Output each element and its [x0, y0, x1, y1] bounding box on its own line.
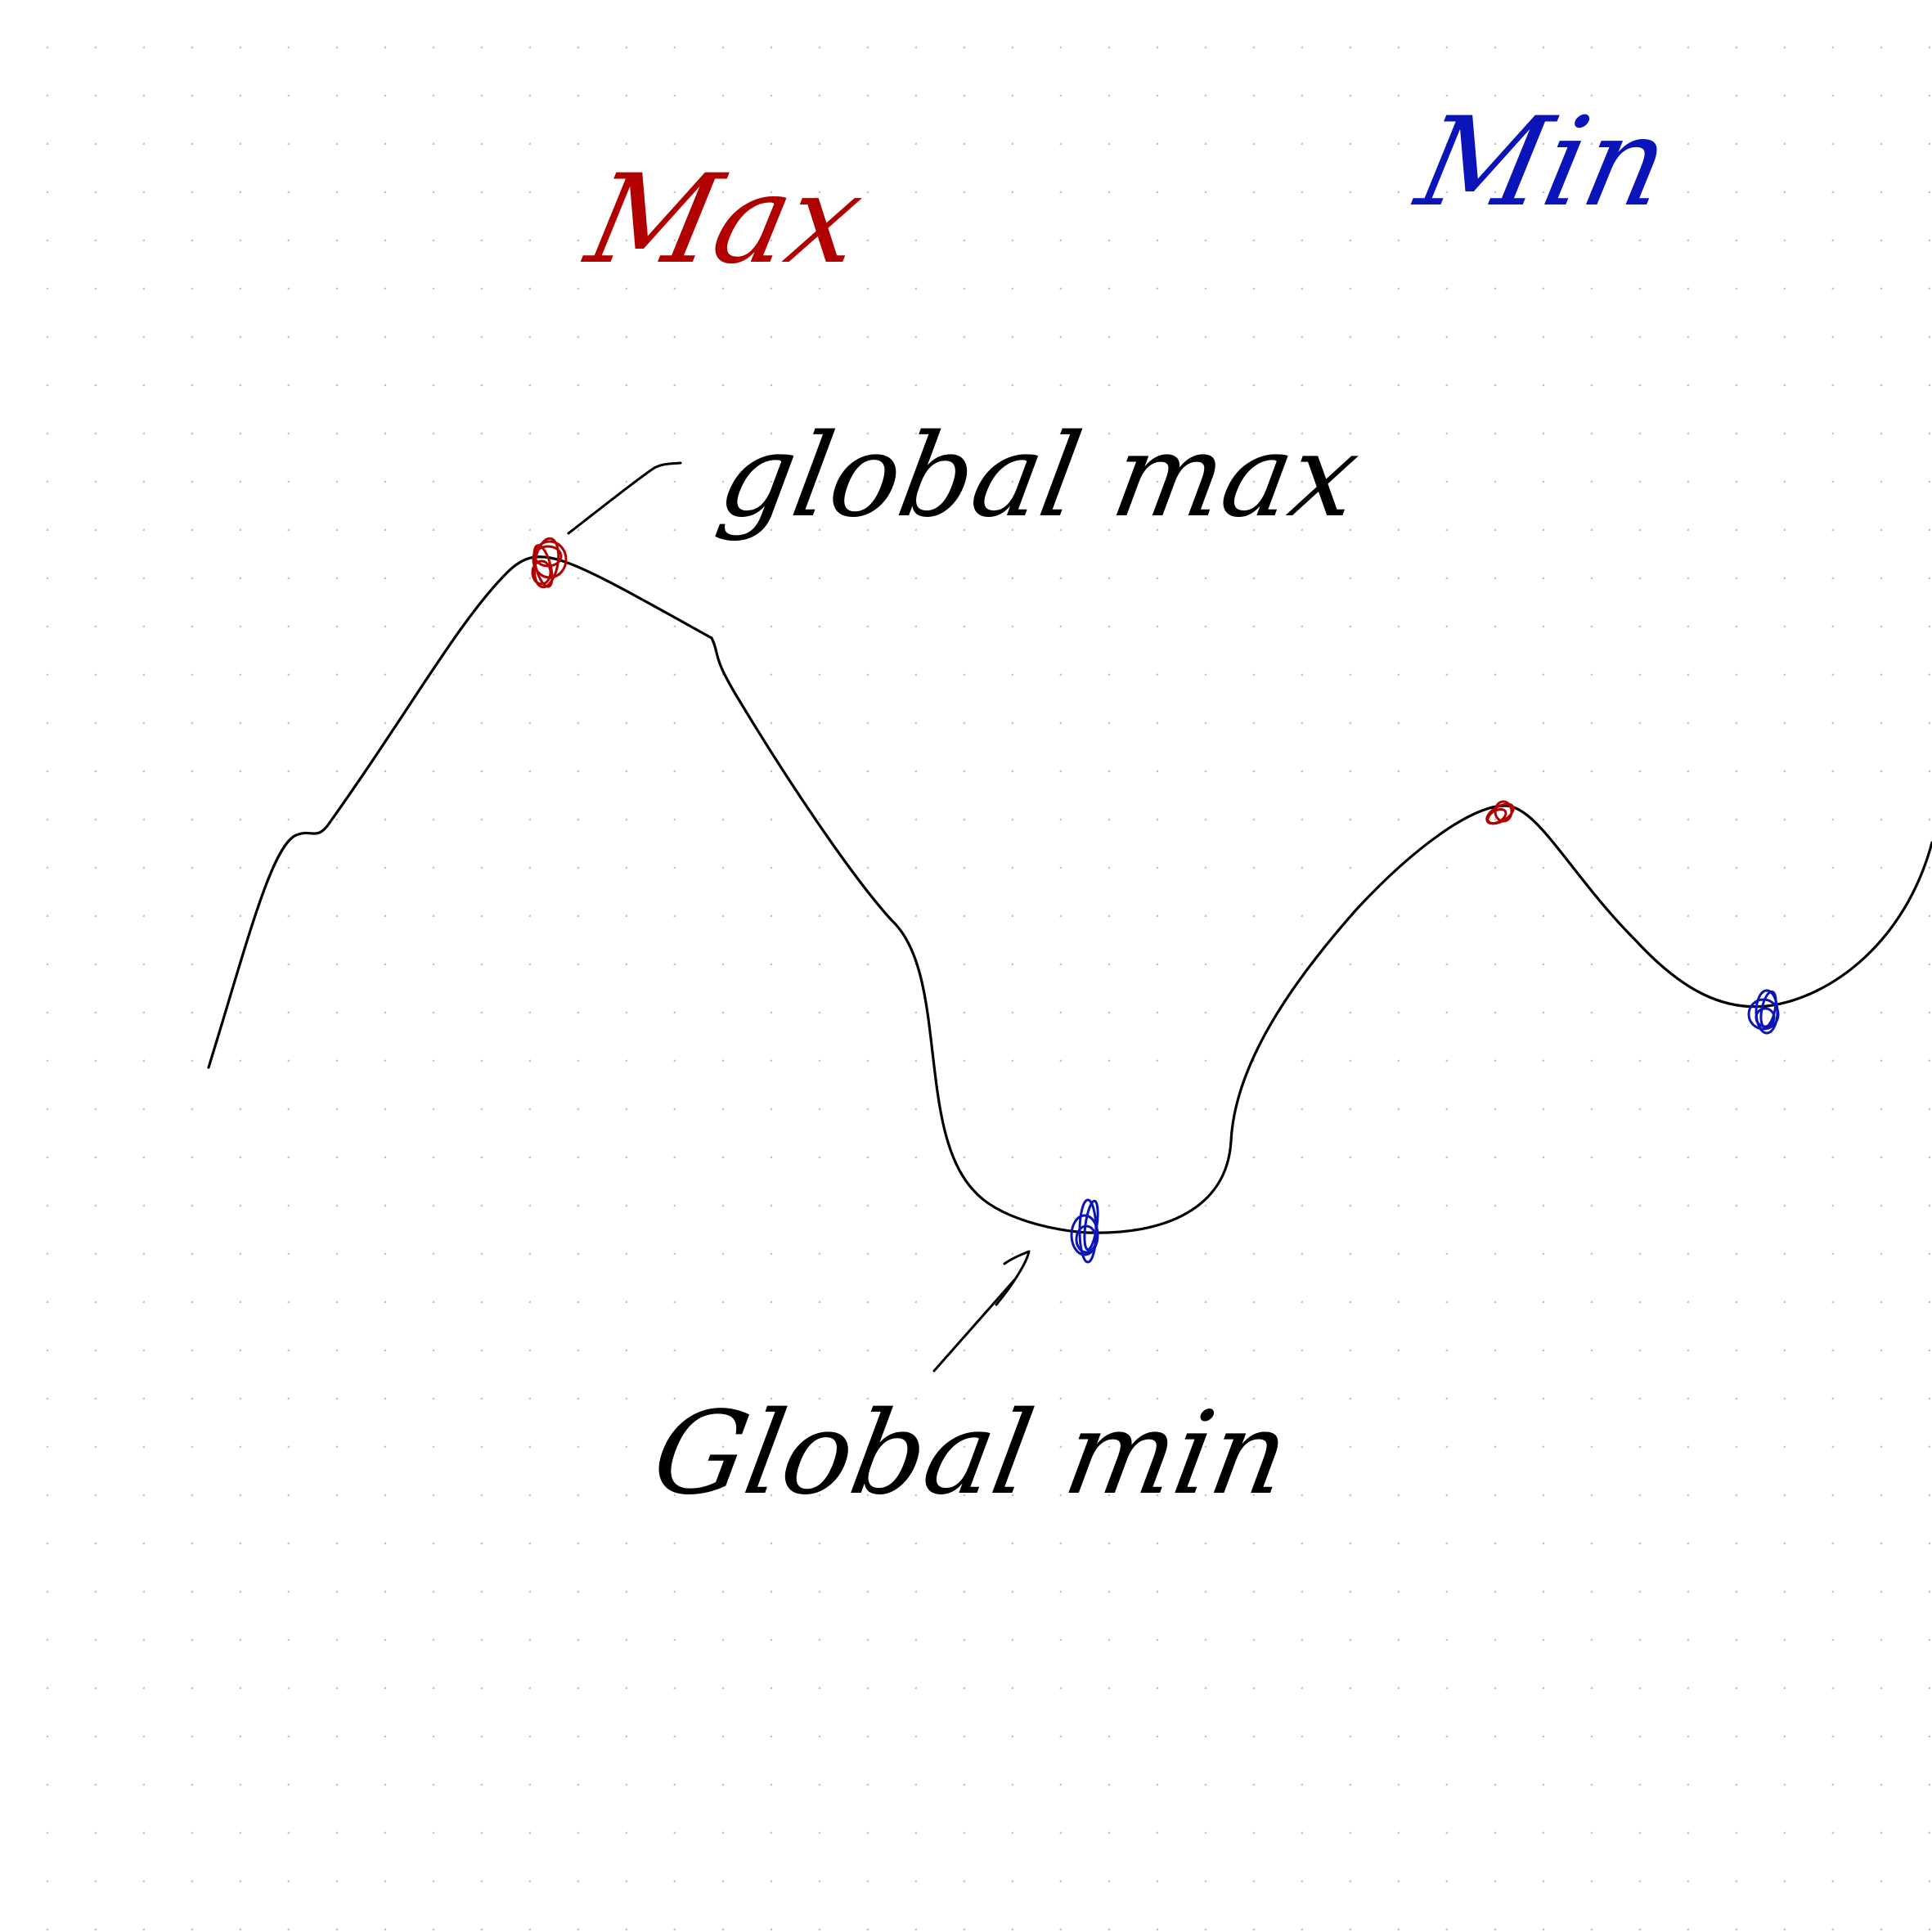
legend-min-label: Min	[1404, 91, 1680, 234]
global-min-marker	[1070, 1198, 1099, 1264]
local-min-marker	[1747, 989, 1780, 1035]
function-curve	[207, 555, 1932, 1234]
local-max-marker	[1485, 800, 1515, 825]
global-min-arrow	[932, 1250, 1031, 1373]
global-max-marker	[531, 537, 568, 589]
global-min-annotation: Global min	[644, 1387, 1298, 1521]
global-max-leader-line	[567, 461, 682, 535]
global-max-annotation: global max	[710, 410, 1368, 543]
legend-max-label: Max	[573, 148, 874, 291]
